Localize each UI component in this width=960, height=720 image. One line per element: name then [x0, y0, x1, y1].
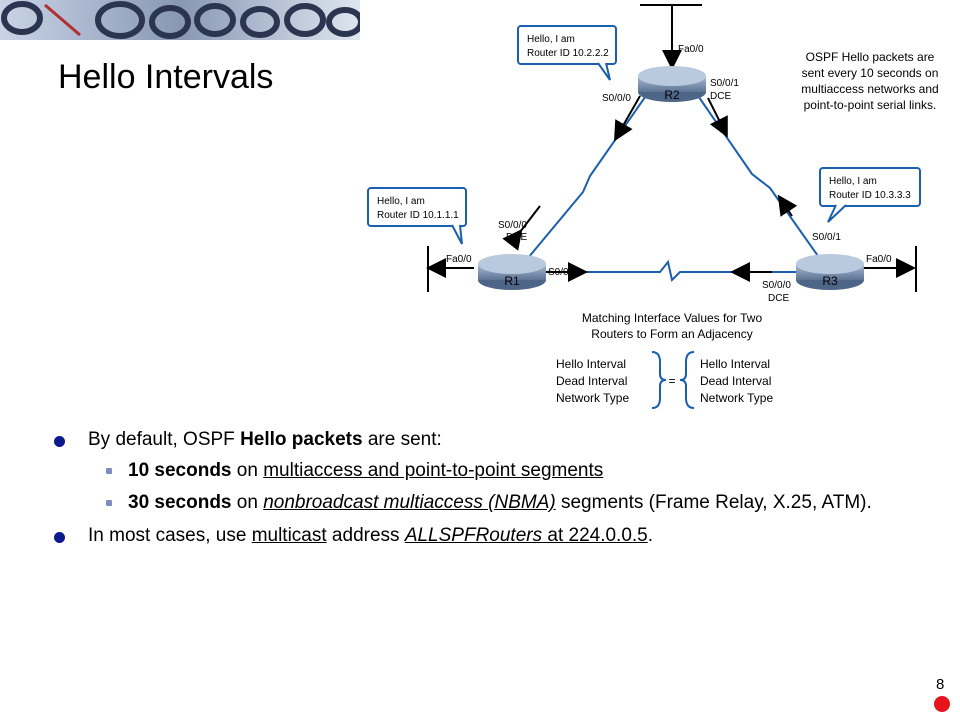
hello-arrows	[502, 95, 798, 282]
r2-fa-label: Fa0/0	[678, 44, 704, 55]
link-multiaccess-segments[interactable]: multiaccess and point-to-point segments	[263, 459, 604, 481]
equals-sign: =	[668, 374, 675, 388]
callout-r2-line1: Hello, I am	[527, 34, 575, 45]
callout-r2-line2: Router ID 10.2.2.2	[527, 48, 609, 59]
callout-r1-line2: Router ID 10.1.1.1	[377, 210, 459, 221]
link-multicast[interactable]: multicast	[251, 525, 327, 547]
right-brace	[679, 351, 695, 409]
svg-text:multiaccess networks and: multiaccess networks and	[801, 82, 938, 96]
matching-values: Matching Interface Values for Two Router…	[556, 311, 773, 409]
r2-s001-label: S0/0/1	[710, 78, 739, 89]
svg-text:Hello Interval: Hello Interval	[556, 357, 626, 371]
callout-r1: Hello, I am Router ID 10.1.1.1	[367, 187, 467, 245]
red-dot-marker	[934, 696, 950, 712]
router-label-r1: R1	[504, 274, 520, 288]
router-label-r2: R2	[664, 88, 680, 102]
sub-bullet-10-seconds: 10 seconds on multiaccess and point-to-p…	[48, 459, 928, 484]
callout-r3-line1: Hello, I am	[829, 176, 877, 187]
bullet-dot	[54, 532, 65, 544]
router-r3: R3	[796, 254, 864, 290]
svg-text:OSPF Hello packets are: OSPF Hello packets are	[806, 50, 935, 64]
bullet-dot	[54, 436, 65, 447]
router-label-r3: R3	[822, 274, 838, 288]
r3-dce-label: DCE	[768, 293, 789, 304]
svg-text:Network Type: Network Type	[556, 391, 629, 405]
serial-links	[527, 89, 819, 282]
bullet-list: By default, OSPF Hello packets are sent:…	[48, 428, 928, 555]
svg-text:Network Type: Network Type	[700, 391, 773, 405]
ospf-hello-diagram: R2 R1 R3 Hello, I am Router ID 10.2.2.2 …	[367, 4, 939, 409]
svg-text:Dead Interval: Dead Interval	[700, 374, 771, 388]
r1-fa-label: Fa0/0	[446, 254, 472, 265]
svg-text:sent every 10 seconds on: sent every 10 seconds on	[802, 66, 939, 80]
slide-title: Hello Intervals	[58, 58, 274, 96]
ospf-note: OSPF Hello packets are sent every 10 sec…	[801, 50, 938, 112]
callout-r1-line1: Hello, I am	[377, 196, 425, 207]
sub-bullet-marker	[106, 467, 112, 474]
router-r2: R2	[638, 66, 706, 102]
header-banner-image	[0, 0, 360, 40]
svg-text:Dead Interval: Dead Interval	[556, 374, 627, 388]
svg-text:point-to-point serial links.: point-to-point serial links.	[804, 98, 937, 112]
r3-fa-label: Fa0/0	[866, 254, 892, 265]
callout-r3-line2: Router ID 10.3.3.3	[829, 190, 911, 201]
left-brace	[651, 351, 667, 409]
bullet-multicast: In most cases, use multicast address ALL…	[48, 524, 928, 549]
callout-r3: Hello, I am Router ID 10.3.3.3	[819, 167, 921, 223]
svg-text:Hello Interval: Hello Interval	[700, 357, 770, 371]
r3-s001-label: S0/0/1	[812, 232, 841, 243]
page-number: 8	[936, 676, 945, 693]
bullet-default-hello: By default, OSPF Hello packets are sent:	[48, 428, 928, 453]
link-allspfrouters[interactable]: ALLSPFRouters	[404, 525, 543, 547]
sub-bullet-30-seconds: 30 seconds on nonbroadcast multiaccess (…	[48, 491, 928, 516]
r1-s000-label: S0/0/0	[498, 220, 527, 231]
r1-dce-label: DCE	[506, 232, 527, 243]
callout-r2: Hello, I am Router ID 10.2.2.2	[517, 25, 617, 81]
sub-bullet-marker	[106, 500, 112, 507]
r2-dce-label: DCE	[710, 91, 731, 102]
r2-s000-label: S0/0/0	[602, 93, 631, 104]
r3-s000-label: S0/0/0	[762, 280, 791, 291]
router-r1: R1	[478, 254, 546, 290]
link-nbma[interactable]: nonbroadcast multiaccess (NBMA)	[263, 492, 556, 514]
r1-s001-label: S0/0/1	[548, 267, 577, 278]
ethernet-links	[426, 4, 917, 292]
matching-title-line2: Routers to Form an Adjacency	[591, 327, 752, 341]
link-multicast-address[interactable]: at 224.0.0.5	[542, 525, 648, 547]
matching-title-line1: Matching Interface Values for Two	[582, 311, 763, 325]
